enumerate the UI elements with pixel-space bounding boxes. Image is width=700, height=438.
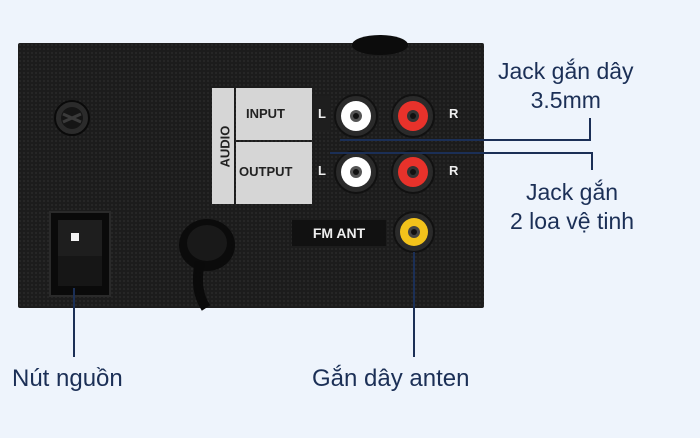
callout-3-5mm-line-2: 3.5mm: [530, 86, 601, 113]
callout-speaker-jack: Jack gắn 2 loa vệ tinh: [510, 178, 634, 236]
fm-ant-plate: FM ANT: [292, 220, 386, 246]
input-right-label: R: [449, 106, 459, 121]
callout-3-5mm-jack: Jack gắn dây 3.5mm: [498, 57, 634, 115]
output-label: OUTPUT: [239, 164, 293, 179]
fm-ant-label: FM ANT: [312, 225, 366, 241]
output-right-label: R: [449, 163, 459, 178]
input-left-label: L: [318, 106, 326, 121]
callout-3-5mm-line-1: Jack gắn dây: [498, 58, 634, 84]
input-label: INPUT: [246, 106, 285, 121]
callout-speaker-line-1: Jack gắn: [525, 179, 619, 205]
output-left-label: L: [318, 163, 326, 178]
audio-label: AUDIO: [217, 125, 233, 168]
callout-antenna: Gắn dây anten: [312, 365, 470, 392]
callout-power-button: Nút nguồn: [12, 365, 123, 392]
callout-speaker-line-2: 2 loa vệ tinh: [510, 207, 635, 234]
